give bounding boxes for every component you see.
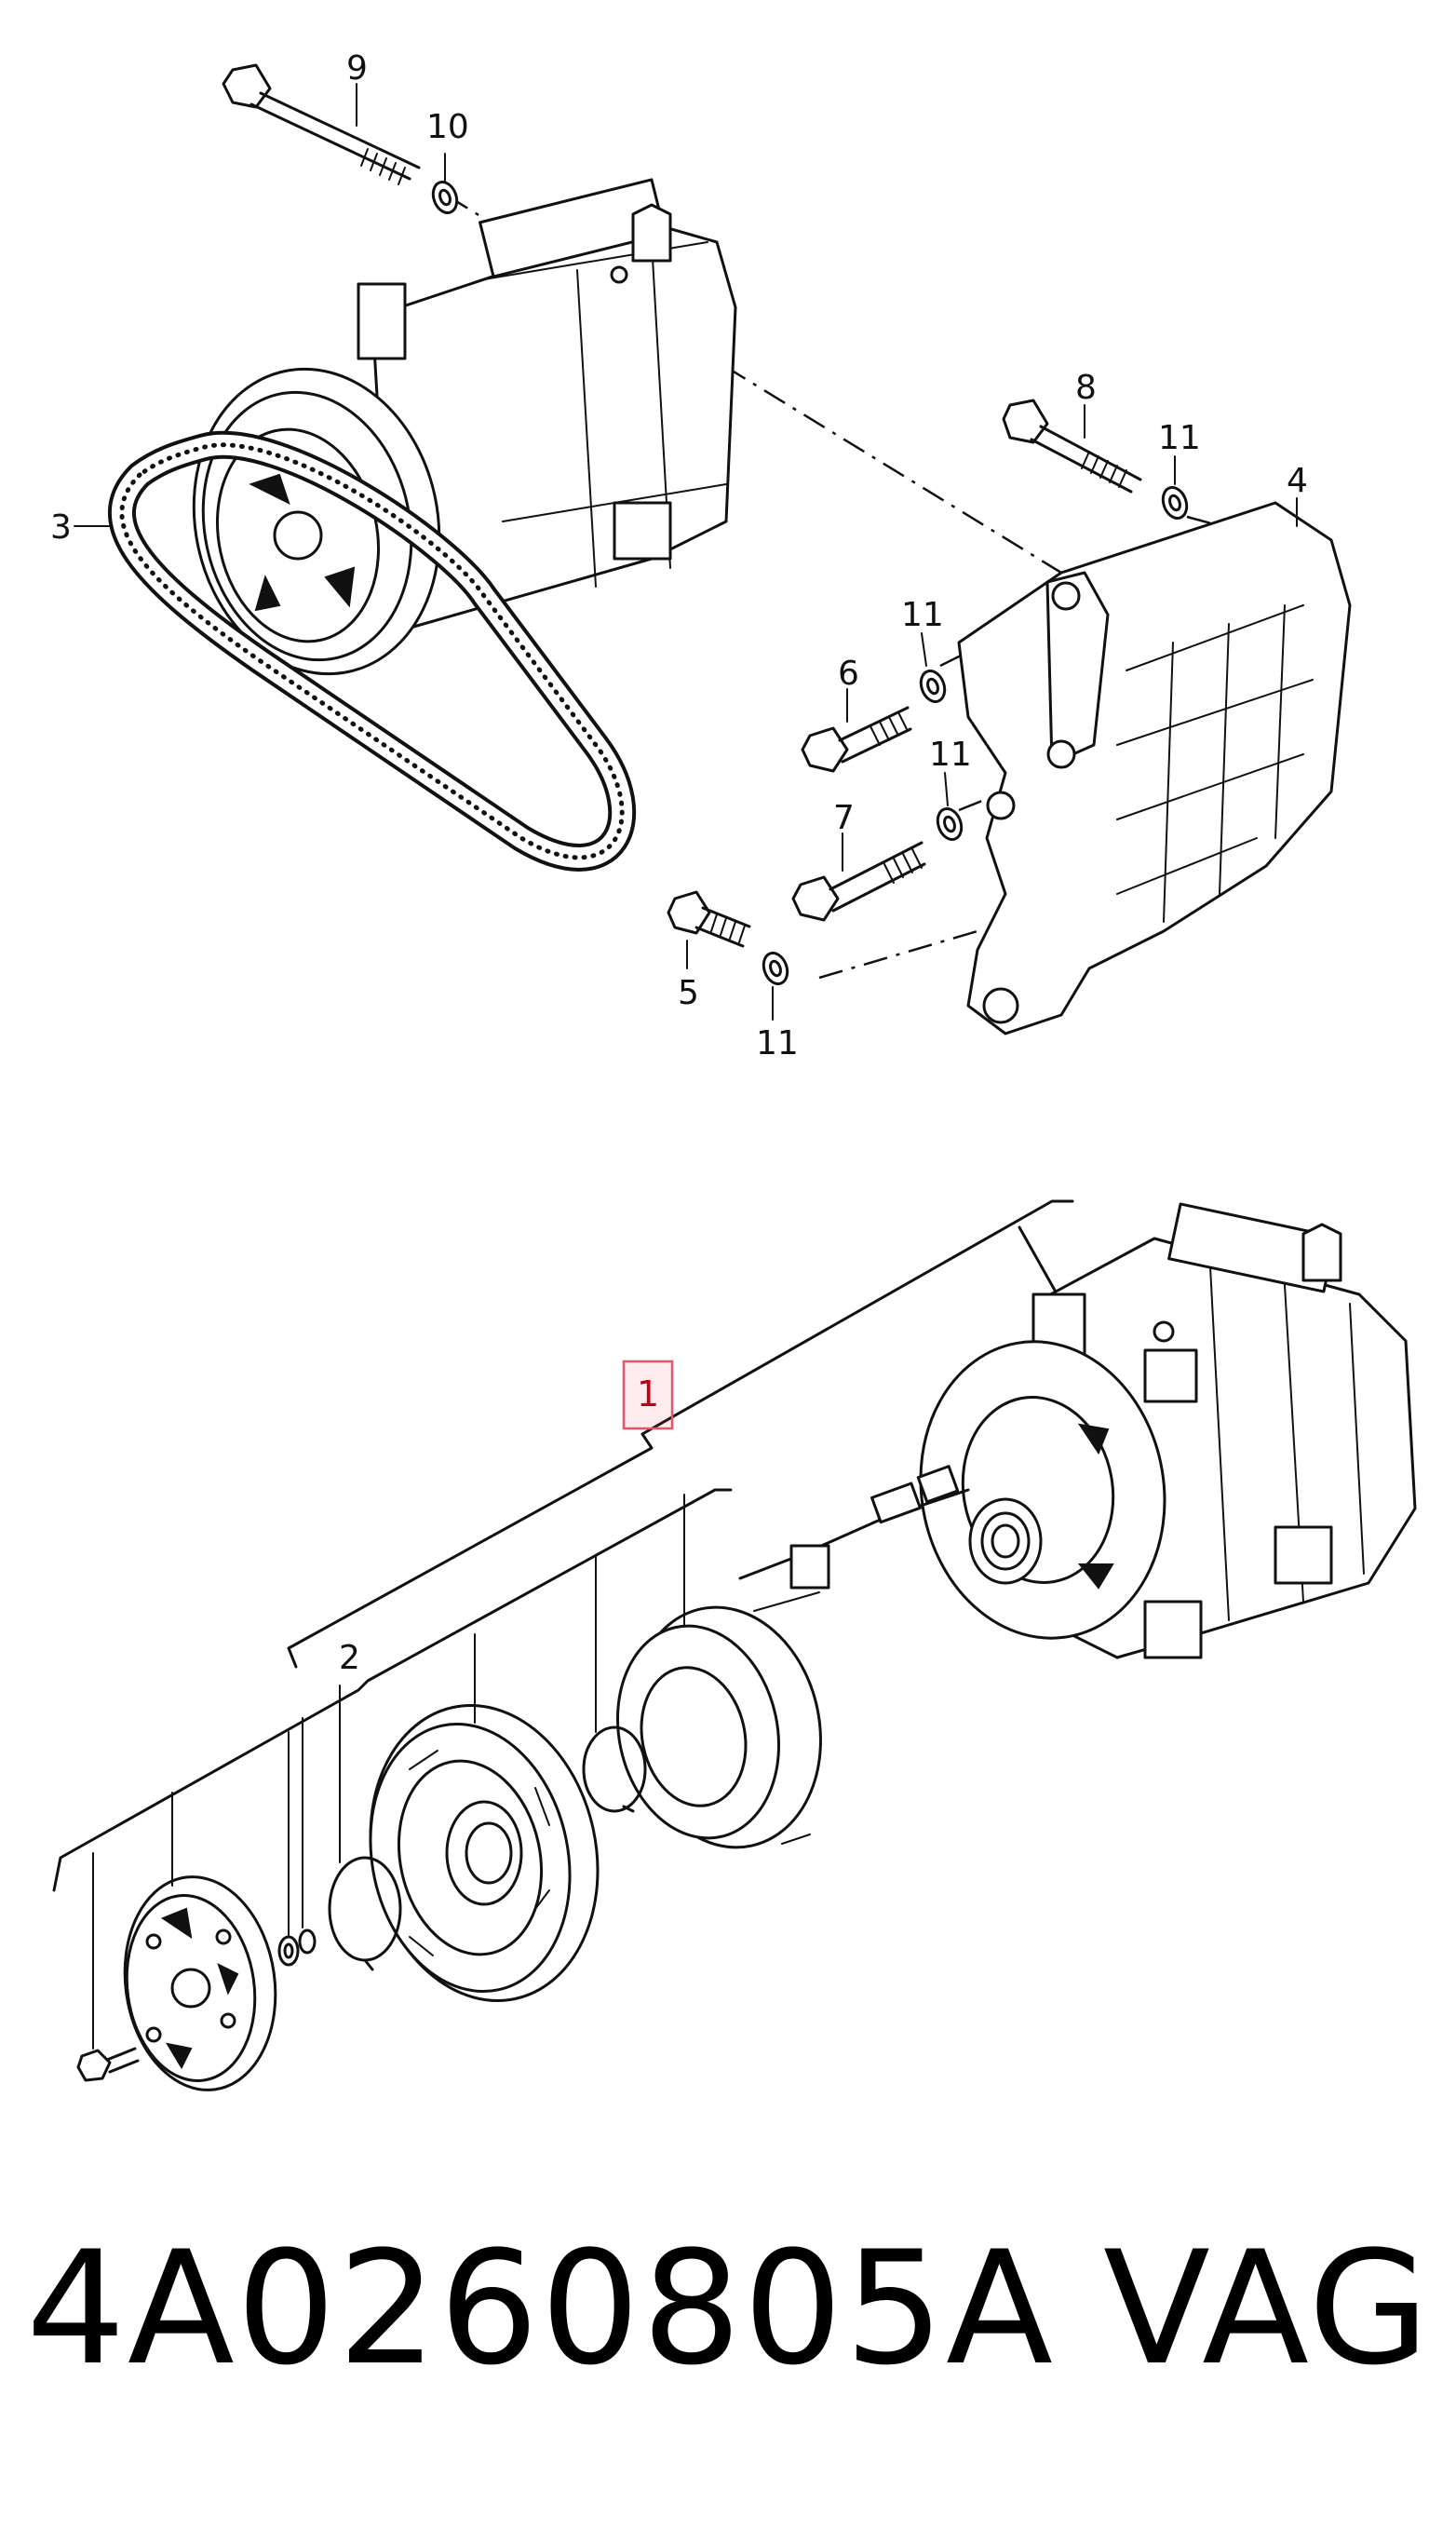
washer-11-d: [762, 952, 789, 985]
callout-1-highlight: [622, 1360, 674, 1430]
alignment-line-bolt-9: [446, 194, 1062, 575]
alignment-line-bolt-6: [939, 641, 988, 668]
alignment-line-bolt-5: [818, 929, 978, 980]
callout-4: 4: [1287, 462, 1308, 500]
callout-5: 5: [678, 974, 699, 1012]
washer-11-a: [1161, 486, 1189, 520]
compressor-top: [357, 178, 737, 635]
mounting-bracket: [957, 501, 1352, 1035]
washer-11-c: [936, 807, 964, 841]
belt: [108, 431, 637, 872]
callout-2: 2: [339, 1639, 360, 1677]
callout-10: 10: [426, 108, 469, 146]
washer-11-b: [919, 670, 947, 703]
leader-lines-top: [74, 83, 1298, 1021]
bolt-8: [1002, 399, 1142, 494]
bolt-9: [222, 63, 421, 185]
clutch-bolt: [76, 2047, 140, 2082]
callout-9: 9: [346, 49, 368, 88]
callout-1: 1: [637, 1373, 659, 1414]
brand-label: VAG: [1103, 2217, 1432, 2400]
washer-10: [431, 181, 459, 214]
compressor-bottom: [919, 1202, 1417, 1659]
coil-wire-connector: [738, 1465, 970, 1590]
alignment-line-bolt-7: [958, 790, 1006, 812]
part-number: 4A0260805A: [26, 2217, 1055, 2400]
group-bracket-lines: [52, 1199, 1074, 1892]
bolt-7: [791, 841, 926, 922]
clutch-coil: [615, 1591, 822, 1849]
bolt-6: [801, 706, 912, 773]
callout-6: 6: [838, 655, 859, 693]
snap-ring-coil: [582, 1725, 647, 1813]
clutch-plate: [123, 1875, 277, 2091]
callout-11-b: 11: [901, 596, 944, 634]
alignment-line-bolt-8: [1186, 515, 1239, 533]
callout-3: 3: [50, 508, 72, 547]
callout-7: 7: [833, 799, 855, 837]
leader-lines-bottom: [92, 1494, 685, 2050]
callout-11-d: 11: [756, 1024, 799, 1062]
bolt-5: [667, 890, 751, 948]
shim-washers: [277, 1928, 317, 1967]
snap-ring-pulley: [328, 1856, 402, 1971]
callout-11-a: 11: [1158, 419, 1201, 457]
pulley-bottom: [369, 1704, 600, 2002]
callout-11-c: 11: [929, 736, 972, 774]
callout-8: 8: [1075, 369, 1097, 407]
